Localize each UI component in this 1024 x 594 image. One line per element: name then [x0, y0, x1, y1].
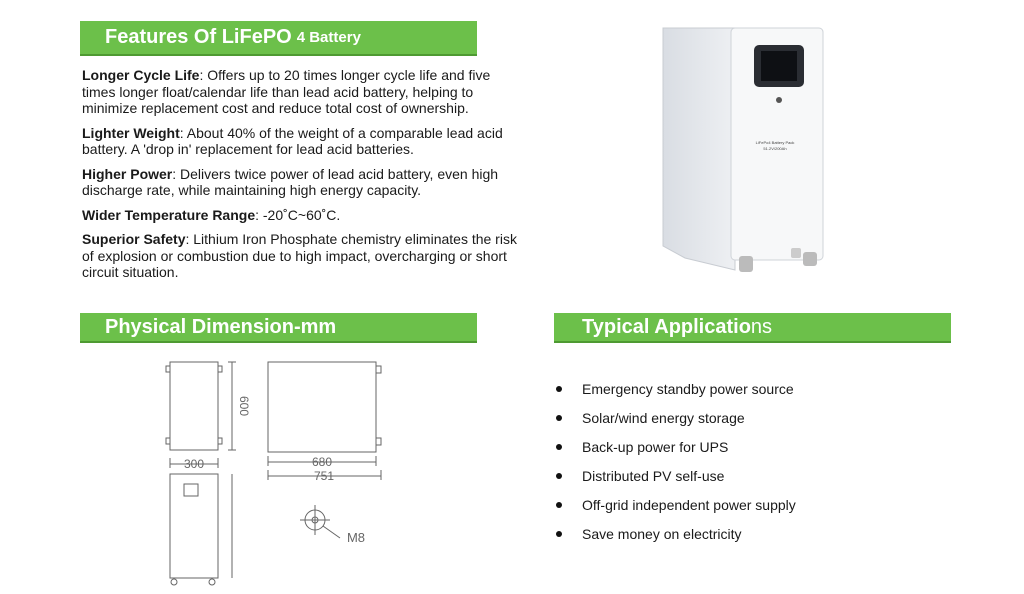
bullet-icon [556, 472, 562, 479]
feature-title: Higher Power [82, 165, 173, 182]
feature-title: Longer Cycle Life [82, 67, 200, 83]
feature-text: : Delivers twice power of lead acid batt… [82, 165, 499, 199]
features-banner-title: Features Of LiFePO [105, 26, 292, 48]
width-label: 300 [184, 457, 204, 471]
application-item: Emergency standby power source [556, 374, 796, 403]
bullet-icon [556, 443, 562, 450]
depth-outer-label: 751 [314, 469, 334, 483]
depth-inner-label: 680 [312, 455, 332, 469]
applications-banner-title: Typical Applicatio [582, 315, 751, 338]
features-list: Longer Cycle Life: Offers up to 20 times… [82, 67, 522, 289]
feature-text: : Lithium Iron Phosphate chemistry elimi… [82, 231, 517, 280]
feature-text: : Offers up to 20 times longer cycle lif… [82, 67, 491, 116]
application-item: Off-grid independent power supply [556, 490, 796, 519]
front-view [169, 361, 219, 451]
application-item: Solar/wind energy storage [556, 403, 796, 432]
feature-title: Wider Temperature Range [82, 206, 256, 223]
feature-temperature: Wider Temperature Range: -20˚C~60˚C. [82, 207, 522, 224]
applications-list: Emergency standby power source Solar/win… [556, 374, 796, 548]
dimension-banner-title: Physical Dimension-mm [105, 315, 337, 338]
applications-banner-title-thin: ns [750, 315, 773, 338]
bullet-icon [556, 385, 562, 392]
dimension-banner: Physical Dimension-mm [80, 313, 477, 343]
bullet-icon [556, 414, 562, 421]
feature-higher-power: Higher Power: Delivers twice power of le… [82, 166, 522, 199]
battery-product-image: LiFePo4 Battery Pack 51.2V/200Ah [662, 27, 824, 272]
bullet-icon [556, 530, 562, 537]
feature-title: Lighter Weight [82, 124, 180, 141]
features-banner-title-small: 4 Battery [296, 29, 361, 46]
feature-safety: Superior Safety: Lithium Iron Phosphate … [82, 231, 522, 281]
bolt-label: M8 [347, 530, 365, 545]
feature-cycle-life: Longer Cycle Life: Offers up to 20 times… [82, 67, 522, 117]
product-label-line1: LiFePo4 Battery Pack [756, 140, 795, 145]
feature-lighter-weight: Lighter Weight: About 40% of the weight … [82, 125, 522, 158]
dimension-diagram: 600 300 680 751 M8 [165, 361, 382, 586]
product-label-line2: 51.2V/200Ah [763, 146, 786, 151]
feature-title: Superior Safety [82, 231, 186, 247]
feature-text: : About 40% of the weight of a comparabl… [82, 124, 503, 158]
feature-text: : -20˚C~60˚C. [255, 206, 341, 223]
rear-view [169, 473, 219, 579]
application-item: Back-up power for UPS [556, 432, 796, 461]
bullet-icon [556, 501, 562, 508]
application-item: Distributed PV self-use [556, 461, 796, 490]
application-item: Save money on electricity [556, 519, 796, 548]
side-view [267, 361, 377, 453]
height-label: 600 [237, 396, 251, 416]
